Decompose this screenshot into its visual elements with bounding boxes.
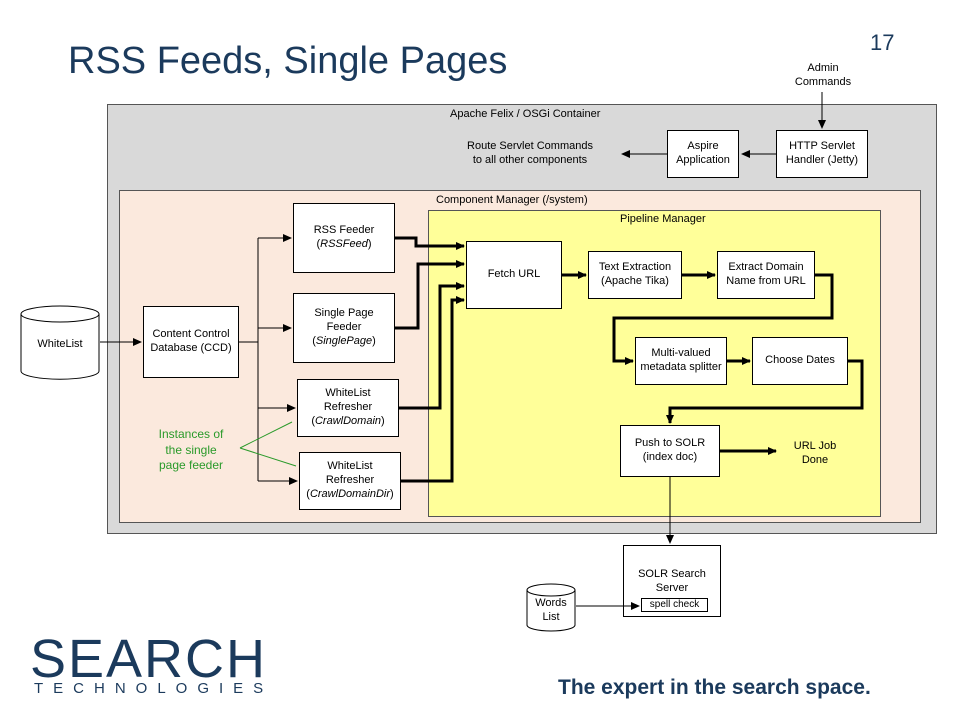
- extract-domain-box: Extract Domain Name from URL: [717, 251, 815, 299]
- whitelist-database-label: WhiteList: [37, 338, 83, 350]
- felix-container-label: Apache Felix / OSGi Container: [450, 108, 601, 120]
- rss-feeder-class: RSSFeed: [320, 238, 368, 250]
- company-logo-wordmark: SEARCH: [30, 629, 268, 689]
- rss-feeder-box: RSS Feeder(RSSFeed): [293, 203, 395, 273]
- whitelist-refresher-1-class: CrawlDomain: [314, 414, 382, 427]
- solr-search-server-label: SOLR Search Server: [638, 568, 706, 594]
- instances-note: Instances of the single page feeder: [158, 427, 224, 473]
- pipeline-manager-label: Pipeline Manager: [620, 213, 706, 225]
- metadata-splitter-box: Multi-valued metadata splitter: [635, 337, 727, 385]
- whitelist-refresher-1-title: WhiteList Refresher: [323, 387, 373, 414]
- push-to-solr-box: Push to SOLR (index doc): [620, 425, 720, 477]
- single-page-feeder-title: Single Page Feeder: [314, 307, 374, 334]
- spell-check-box: spell check: [641, 598, 708, 612]
- whitelist-refresher-2-class: CrawlDomainDir: [309, 487, 391, 500]
- choose-dates-box: Choose Dates: [752, 337, 848, 385]
- whitelist-database-icon: [20, 305, 100, 380]
- content-control-database-box: Content Control Database (CCD): [143, 306, 239, 378]
- single-page-feeder-class: SinglePage: [315, 334, 373, 347]
- words-list-database-icon: [526, 583, 576, 632]
- whitelist-refresher-2-title: WhiteList Refresher: [325, 460, 375, 487]
- rss-feeder-title: RSS Feeder: [313, 224, 375, 237]
- route-note: Route Servlet Commands to all other comp…: [467, 140, 593, 166]
- whitelist-refresher-2-box: WhiteList Refresher(CrawlDomainDir): [299, 452, 401, 510]
- text-extraction-box: Text Extraction (Apache Tika): [588, 251, 682, 299]
- admin-commands-label: Admin Commands: [794, 62, 852, 88]
- component-manager-label: Component Manager (/system): [436, 194, 588, 206]
- words-list-label: Words List: [535, 597, 567, 623]
- fetch-url-box: Fetch URL: [466, 241, 562, 309]
- slide-number: 17: [870, 30, 895, 55]
- whitelist-refresher-1-box: WhiteList Refresher(CrawlDomain): [297, 379, 399, 437]
- single-page-feeder-box: Single Page Feeder(SinglePage): [293, 293, 395, 363]
- slide-title: RSS Feeds, Single Pages: [68, 40, 508, 82]
- aspire-application-box: Aspire Application: [667, 130, 739, 178]
- company-logo-subtitle: TECHNOLOGIES: [34, 680, 274, 697]
- tagline: The expert in the search space.: [558, 676, 871, 699]
- http-servlet-box: HTTP Servlet Handler (Jetty): [776, 130, 868, 178]
- url-job-done-label: URL Job Done: [793, 440, 837, 466]
